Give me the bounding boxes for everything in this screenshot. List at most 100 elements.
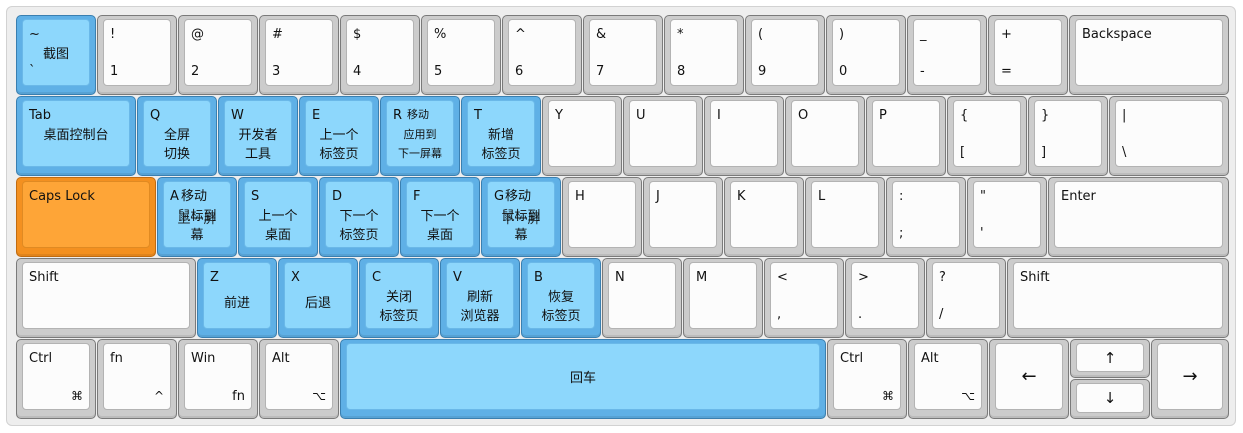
key-9[interactable]: (9	[745, 15, 825, 95]
key-r-label: R	[393, 108, 403, 123]
key-q-label: Q	[150, 108, 161, 123]
key-h[interactable]: H	[562, 177, 642, 257]
key-tab[interactable]: Tab 桌面控制台	[16, 96, 136, 176]
key-r-function-line2: 下一屏幕	[398, 147, 442, 160]
key-arrow-up[interactable]: ↑	[1070, 339, 1150, 378]
key-7-bottom: 7	[596, 64, 605, 79]
key-fn-label: fn	[110, 351, 123, 366]
key-slash-bottom: /	[939, 307, 944, 322]
key-3[interactable]: #3	[259, 15, 339, 95]
key-s[interactable]: S 上一个 桌面	[238, 177, 318, 257]
key-b-function-line2: 标签页	[541, 309, 581, 324]
key-fn[interactable]: fn^	[97, 339, 177, 419]
key-g[interactable]: G 移动 鼠标到 下一屏 幕	[481, 177, 561, 257]
key-m[interactable]: M	[683, 258, 763, 338]
key-space[interactable]: 回车	[340, 339, 826, 419]
key-t-function-line1: 新增	[487, 128, 514, 143]
key-backspace[interactable]: Backspace	[1069, 15, 1229, 95]
key-left-alt-label: Alt	[272, 351, 290, 366]
key-slash[interactable]: ?/	[926, 258, 1006, 338]
key-o-label: O	[798, 108, 809, 123]
key-arrow-down[interactable]: ↓	[1070, 379, 1150, 419]
key-n[interactable]: N	[602, 258, 682, 338]
key-e-function-line2: 标签页	[319, 147, 359, 162]
key-l-label: L	[818, 189, 826, 204]
key-w-label: W	[231, 108, 244, 123]
key-8-bottom: 8	[677, 64, 686, 79]
key-6[interactable]: ^6	[502, 15, 582, 95]
key-f[interactable]: F 下一个 桌面	[400, 177, 480, 257]
key-j-label: J	[656, 189, 660, 204]
key-7[interactable]: &7	[583, 15, 663, 95]
key-semicolon[interactable]: :;	[886, 177, 966, 257]
key-period[interactable]: >.	[845, 258, 925, 338]
key-a[interactable]: A 移动 鼠标到 上一屏 幕	[157, 177, 237, 257]
key-8[interactable]: *8	[664, 15, 744, 95]
key-a-label: A	[170, 189, 179, 204]
key-1[interactable]: !1	[97, 15, 177, 95]
key-left-alt[interactable]: Alt⌥	[259, 339, 339, 419]
key-i[interactable]: I	[704, 96, 784, 176]
key-left-ctrl[interactable]: Ctrl⌘	[16, 339, 96, 419]
key-j[interactable]: J	[643, 177, 723, 257]
key-equal[interactable]: +=	[988, 15, 1068, 95]
key-d[interactable]: D 下一个 标签页	[319, 177, 399, 257]
key-win-label: Win	[191, 351, 216, 366]
key-m-label: M	[696, 270, 708, 285]
key-b[interactable]: B 恢复 标签页	[521, 258, 601, 338]
key-z[interactable]: Z 前进	[197, 258, 277, 338]
key-tab-label: Tab	[29, 108, 52, 123]
key-comma-top: <	[777, 270, 788, 285]
key-r[interactable]: R 移动 应用到 下一屏幕	[380, 96, 460, 176]
key-quote[interactable]: "'	[967, 177, 1047, 257]
key-g-function-line2: 幕	[514, 228, 528, 243]
key-arrow-right[interactable]: →	[1151, 339, 1229, 419]
key-e[interactable]: E 上一个 标签页	[299, 96, 379, 176]
key-s-function-line1: 上一个	[258, 209, 298, 224]
key-caps-lock[interactable]: Caps Lock	[16, 177, 156, 257]
key-t-label: T	[474, 108, 482, 123]
key-b-function-line1: 恢复	[547, 290, 574, 305]
option-icon: ⌥	[961, 389, 975, 403]
key-right-alt[interactable]: Alt⌥	[908, 339, 988, 419]
key-arrow-left[interactable]: ←	[989, 339, 1069, 419]
key-x[interactable]: X 后退	[278, 258, 358, 338]
key-quote-top: "	[980, 189, 986, 204]
key-2-bottom: 2	[191, 64, 200, 79]
key-equal-top: +	[1001, 27, 1012, 42]
key-backslash[interactable]: |\	[1109, 96, 1229, 176]
key-minus[interactable]: _-	[907, 15, 987, 95]
key-right-bracket[interactable]: }]	[1028, 96, 1108, 176]
key-left-bracket[interactable]: {[	[947, 96, 1027, 176]
key-comma[interactable]: <,	[764, 258, 844, 338]
key-u-label: U	[636, 108, 646, 123]
key-t[interactable]: T 新增 标签页	[461, 96, 541, 176]
key-v[interactable]: V 刷新 浏览器	[440, 258, 520, 338]
key-right-bracket-top: }	[1041, 108, 1050, 123]
key-k[interactable]: K	[724, 177, 804, 257]
key-right-shift[interactable]: Shift	[1007, 258, 1229, 338]
key-t-function-line2: 标签页	[481, 147, 521, 162]
key-right-ctrl[interactable]: Ctrl⌘	[827, 339, 907, 419]
key-2[interactable]: @2	[178, 15, 258, 95]
key-5[interactable]: %5	[421, 15, 501, 95]
key-v-function-line1: 刷新	[466, 290, 493, 305]
key-y[interactable]: Y	[542, 96, 622, 176]
key-w[interactable]: W 开发者 工具	[218, 96, 298, 176]
key-enter[interactable]: Enter	[1048, 177, 1229, 257]
key-q[interactable]: Q 全屏 切换	[137, 96, 217, 176]
key-l[interactable]: L	[805, 177, 885, 257]
key-tilde[interactable]: ~ 截图 `	[16, 15, 96, 95]
key-0[interactable]: )0	[826, 15, 906, 95]
key-c[interactable]: C 关闭 标签页	[359, 258, 439, 338]
arrow-up-icon: ↑	[1103, 348, 1117, 367]
command-icon: ⌘	[882, 389, 894, 403]
key-o[interactable]: O	[785, 96, 865, 176]
key-v-label: V	[453, 270, 462, 285]
key-left-shift[interactable]: Shift	[16, 258, 196, 338]
key-a-function-line1: 鼠标到	[177, 209, 217, 224]
key-u[interactable]: U	[623, 96, 703, 176]
key-4[interactable]: $4	[340, 15, 420, 95]
key-p[interactable]: P	[866, 96, 946, 176]
